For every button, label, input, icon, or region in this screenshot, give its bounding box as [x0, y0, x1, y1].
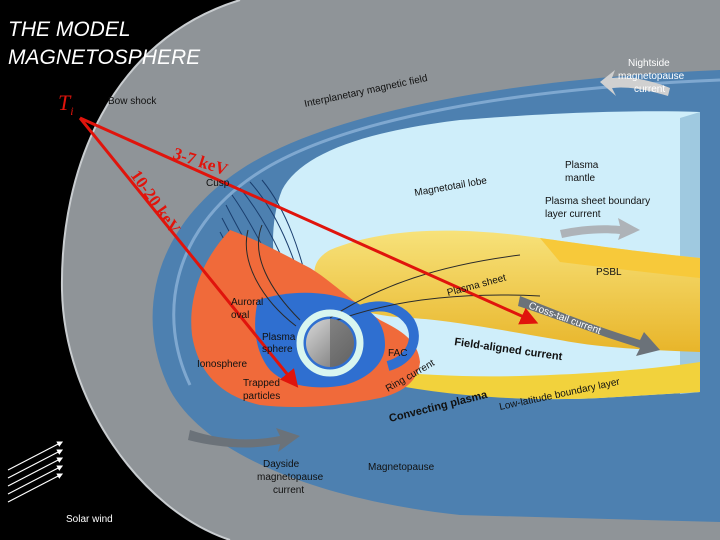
psbl-current-1: Plasma sheet boundary [545, 196, 650, 207]
psbl-current-arrow [560, 218, 640, 240]
nightside-mp-current-2: magnetopause [618, 71, 685, 82]
plasma-mantle-2: mantle [565, 173, 595, 184]
plasma-sheet-lower-band [300, 355, 700, 400]
nightside-mp-current-1: Nightside [628, 58, 670, 69]
ti-label: Ti [58, 90, 74, 118]
title-line-1: THE MODEL [8, 18, 131, 41]
energy-arrows [78, 116, 539, 388]
psbl-band [540, 238, 700, 278]
bow-shock-edge [60, 0, 241, 540]
dayside-mp-current-3: current [273, 485, 304, 496]
trapped-2: particles [243, 391, 280, 402]
dayside-field-lines [246, 224, 541, 327]
inner-blue-loop [326, 301, 419, 371]
fac-label: FAC [388, 348, 407, 359]
trapped-1: Trapped [243, 378, 280, 389]
magnetosheath-highlight [172, 78, 720, 386]
psbl-current-2: layer current [545, 209, 601, 220]
nightside-mp-current-3: current [634, 84, 665, 95]
magnetopause-label: Magnetopause [368, 462, 435, 473]
dayside-mp-current-2: magnetopause [257, 472, 324, 483]
bow-shock-label: Bow shock [108, 96, 157, 107]
auroral-oval-1: Auroral [231, 297, 263, 308]
solar-wind-label: Solar wind [66, 514, 113, 525]
earth-shadow [330, 319, 354, 367]
plasma-mantle-1: Plasma [565, 160, 599, 171]
dayside-current-arrow [188, 428, 300, 452]
nightside-current-arrow [600, 70, 670, 96]
cross-tail-arrow [518, 296, 660, 356]
cusp-label: Cusp [206, 178, 230, 189]
dayside-mp-current-1: Dayside [263, 459, 300, 470]
psbl-label: PSBL [596, 267, 622, 278]
ionosphere-label: Ionosphere [197, 359, 247, 370]
solar-wind-arrows [7, 441, 64, 503]
plasmasphere-2: sphere [262, 344, 293, 355]
title-line-2: MAGNETOSPHERE [8, 46, 201, 69]
earth-ring [296, 309, 364, 377]
plasmasphere-1: Plasma [262, 332, 296, 343]
auroral-oval-2: oval [231, 310, 249, 321]
